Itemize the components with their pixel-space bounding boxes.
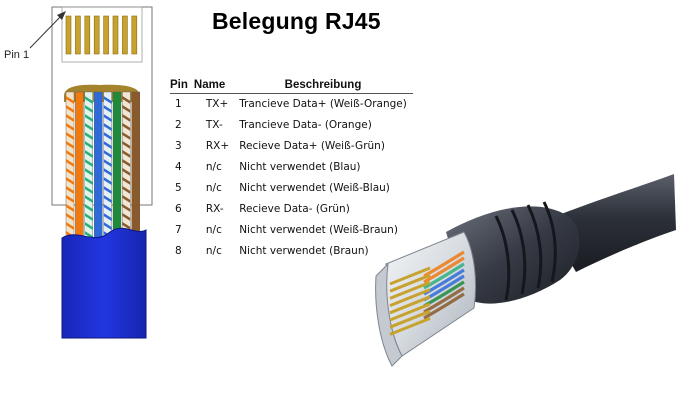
table-header-row: Pin Name Beschreibung	[170, 77, 413, 94]
pin-description: Trancieve Data+ (Weiß-Orange)	[239, 98, 407, 111]
table-row: 2 TX- Trancieve Data- (Orange)	[170, 115, 413, 136]
wire	[103, 91, 112, 241]
plug-contact	[389, 295, 431, 315]
contact-area-outline	[61, 6, 143, 63]
pinout-table: Pin Name Beschreibung 1 TX+ Trancieve Da…	[170, 77, 413, 261]
pin-number: 7	[175, 223, 182, 236]
wire	[112, 91, 122, 241]
plug-front-face	[375, 262, 403, 367]
pin-description: Trancieve Data- (Orange)	[239, 119, 372, 132]
header-description: Beschreibung	[239, 77, 413, 94]
header-pin: Pin	[170, 77, 194, 94]
pin1-arrowhead	[57, 11, 66, 20]
gold-contact	[112, 15, 119, 55]
table-row: 1 TX+ Trancieve Data+ (Weiß-Orange)	[170, 94, 413, 115]
header-name: Name	[193, 77, 240, 94]
plug-wire	[423, 286, 465, 314]
plug-contact	[389, 281, 431, 300]
plug-wire	[423, 256, 465, 284]
wire	[122, 91, 131, 241]
table-row: 4 n/c Nicht verwendet (Blau)	[170, 157, 413, 178]
pin-name: n/c	[205, 161, 222, 174]
cable-jacket	[61, 227, 147, 339]
wire	[84, 91, 94, 241]
gold-contact	[65, 15, 72, 55]
plug-contact	[389, 273, 431, 293]
pin-name: TX-	[205, 119, 223, 132]
pin-description: Nicht verwendet (Blau)	[239, 161, 361, 174]
table-row: 6 RX- Recieve Data- (Grün)	[170, 198, 413, 219]
plug-contact	[389, 288, 431, 307]
pin-name: RX-	[205, 202, 224, 215]
pin-name: n/c	[205, 223, 222, 236]
pin-number: 8	[175, 244, 182, 257]
wire	[65, 91, 75, 241]
gold-contact	[93, 15, 100, 55]
gold-contacts	[65, 15, 138, 55]
pin-name: RX+	[205, 140, 230, 153]
plug-wire	[423, 262, 465, 290]
pin1-arrow	[29, 13, 64, 49]
pin-name: n/c	[205, 244, 222, 257]
wire	[93, 91, 103, 241]
table-row: 8 n/c Nicht verwendet (Braun)	[170, 240, 413, 261]
diagram-title: Belegung RJ45	[212, 8, 381, 34]
plug-contact	[389, 302, 431, 322]
plug-contact	[389, 317, 431, 336]
boot-ribs	[494, 201, 557, 301]
plug-contact	[389, 266, 431, 286]
pin-description: Recieve Data+ (Weiß-Grün)	[239, 140, 385, 153]
table-row: 3 RX+ Recieve Data+ (Weiß-Grün)	[170, 136, 413, 157]
rj45-plug-illustration	[375, 174, 676, 367]
pin-name: n/c	[205, 182, 222, 194]
plug-gold-contacts	[389, 266, 431, 336]
pin-description: Recieve Data- (Grün)	[239, 202, 350, 215]
pin-number: 5	[175, 182, 182, 194]
gold-contact	[103, 15, 109, 55]
wire-pairs	[64, 84, 141, 241]
strain-relief-boot	[446, 206, 580, 304]
pin-description: Nicht verwendet (Braun)	[239, 244, 369, 257]
pin-number: 2	[175, 119, 182, 132]
pin1-label: Pin 1	[4, 49, 30, 61]
rj45-connector-diagram	[29, 6, 153, 339]
pin-number: 6	[175, 202, 182, 215]
pin-number: 4	[175, 161, 182, 174]
gold-contact	[75, 15, 81, 55]
wire	[75, 91, 84, 241]
gold-contact	[84, 15, 91, 55]
table-row: 7 n/c Nicht verwendet (Weiß-Braun)	[170, 219, 413, 240]
plug-wire	[423, 292, 465, 320]
pin-number: 1	[175, 98, 182, 111]
plug-inner-wires	[423, 250, 465, 320]
pin-description: Nicht verwendet (Weiß-Blau)	[239, 182, 390, 194]
pin-number: 3	[175, 140, 182, 153]
pin-description: Nicht verwendet (Weiß-Braun)	[239, 223, 398, 236]
gold-contact	[122, 15, 128, 55]
pin-name: TX+	[205, 98, 229, 111]
table-row: 5 n/c Nicht verwendet (Weiß-Blau)	[170, 178, 413, 199]
plug-contact	[389, 309, 431, 329]
plug-wire	[423, 250, 465, 278]
wire	[131, 91, 141, 241]
gold-contact	[131, 15, 138, 55]
